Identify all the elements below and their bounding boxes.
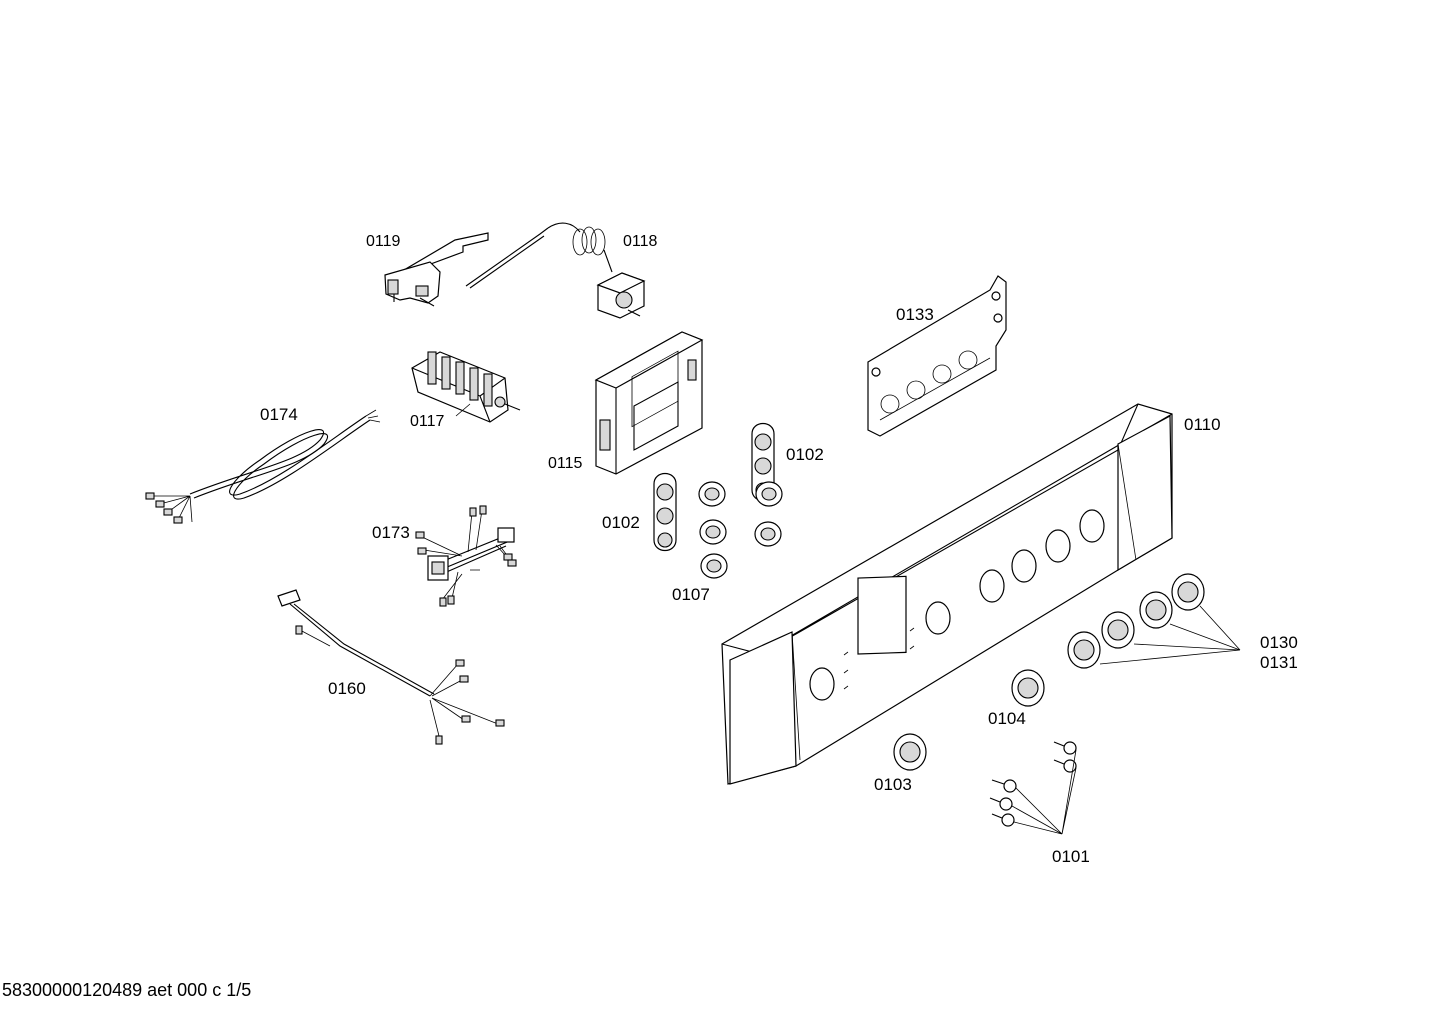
part-0117-selector-switch xyxy=(411,351,521,423)
label-0102-right: 0102 xyxy=(786,445,824,464)
label-0173: 0173 xyxy=(372,523,410,542)
label-0133: 0133 xyxy=(896,305,934,324)
label-0101: 0101 xyxy=(1052,847,1090,866)
part-0130-0131-knobs xyxy=(1067,573,1241,669)
label-0117: 0117 xyxy=(410,413,445,430)
part-0174-cable xyxy=(145,409,381,524)
leader-0117 xyxy=(455,403,471,417)
part-0173-harness xyxy=(415,505,517,607)
part-0104-knob xyxy=(1011,669,1045,707)
label-0119: 0119 xyxy=(366,233,401,250)
part-0118-thermostat xyxy=(465,222,646,319)
part-0115-timer-module xyxy=(594,331,704,475)
label-0130: 0130 xyxy=(1260,633,1298,652)
part-0101-screws xyxy=(989,741,1077,835)
part-0133-circuit-board xyxy=(867,275,1007,437)
label-0131: 0131 xyxy=(1260,653,1298,672)
label-0103: 0103 xyxy=(874,775,912,794)
label-0104: 0104 xyxy=(988,709,1026,728)
label-0102-left: 0102 xyxy=(602,513,640,532)
label-0115: 0115 xyxy=(548,455,583,472)
part-0119-bracket xyxy=(384,232,489,307)
label-0174: 0174 xyxy=(260,405,298,424)
part-0102-knob-holder-left xyxy=(653,472,677,552)
document-id-footer: 58300000120489 aet 000 c 1/5 xyxy=(2,980,252,1000)
label-0118: 0118 xyxy=(623,233,658,250)
label-0110: 0110 xyxy=(1184,415,1221,434)
label-0160: 0160 xyxy=(328,679,366,698)
part-0160-harness xyxy=(277,589,505,745)
label-0107: 0107 xyxy=(672,585,710,604)
part-0103-knob xyxy=(893,733,927,771)
part-0110-control-panel xyxy=(721,403,1173,785)
part-0107-spacers xyxy=(698,481,783,579)
